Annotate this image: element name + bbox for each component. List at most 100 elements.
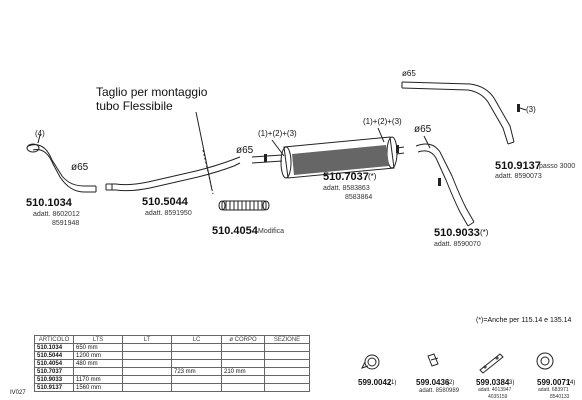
cell-lt <box>122 375 172 384</box>
cell-corpo <box>221 359 265 368</box>
cell-article: 510.5044 <box>34 351 74 360</box>
cell-sezione <box>264 367 310 376</box>
leader-line <box>519 107 527 111</box>
accessory-adatt: adatt. 8580989 <box>419 388 460 394</box>
cell-lts <box>73 367 123 376</box>
accessory-code: 599.0436 <box>416 378 450 387</box>
muffler-body-shade <box>292 145 389 175</box>
col-header: ARTICOLO <box>34 335 74 344</box>
table-row: 510.4054 480 mm <box>34 359 310 368</box>
strap-icon <box>479 353 504 374</box>
accessory-code: 599.0384 <box>476 378 510 387</box>
part-adatt: adatt. 8590073 <box>495 173 542 180</box>
note-handwritten-line2: tubo Flessibile <box>96 99 173 113</box>
leader-line <box>377 127 385 143</box>
cell-lts: 1200 mm <box>73 351 123 360</box>
cell-article: 510.9137 <box>34 383 74 392</box>
leader-line <box>37 134 41 144</box>
part-star: (*) <box>368 172 377 181</box>
clamp-icon <box>361 354 380 370</box>
diameter-label: ø65 <box>236 145 254 156</box>
note-handwritten-line1: Taglio per montaggio <box>96 85 208 99</box>
part-adatt: adatt. 8591950 <box>145 210 192 217</box>
clamp-marker <box>396 145 399 153</box>
cell-lts: 480 mm <box>73 359 123 368</box>
cell-lt <box>122 343 172 352</box>
accessory-num: (4) <box>568 380 576 386</box>
cell-corpo <box>221 375 265 384</box>
clamp-marker <box>517 104 520 112</box>
part-code: 510.1034 <box>26 197 72 209</box>
clamp-marker <box>438 178 441 186</box>
page-id: IV027 <box>10 390 26 396</box>
col-header: LT <box>122 335 172 344</box>
col-header: ø CORPO <box>221 335 265 344</box>
accessory-adatt: adatt. 4013947 <box>478 387 512 393</box>
diameter-label: ø65 <box>414 124 432 135</box>
part-code: 510.5044 <box>142 196 188 208</box>
cell-sezione <box>264 351 310 360</box>
accessory-adatt: 4035159 <box>488 394 508 400</box>
table-row: 510.9137 1560 mm <box>34 383 310 392</box>
part-code: 510.7037 <box>323 171 369 183</box>
cell-sezione <box>264 359 310 368</box>
leader-line <box>423 135 431 149</box>
col-header: SEZIONE <box>264 335 310 344</box>
part-code: 510.9033 <box>434 227 480 239</box>
cell-lc <box>171 359 222 368</box>
cell-lt <box>122 367 172 376</box>
accessory-adatt: adatt. 683971 <box>538 387 569 393</box>
col-header: LC <box>171 335 222 344</box>
table-row: 510.7037 723 mm 210 mm <box>34 367 310 376</box>
pipe-510-9137 <box>401 81 515 145</box>
cell-sezione <box>264 383 310 392</box>
table-row: 510.1034 650 mm <box>34 343 310 352</box>
accessory-num: (2) <box>447 380 455 386</box>
part-star: (*) <box>480 228 489 237</box>
callout-number: (3) <box>526 105 536 114</box>
cell-lts: 650 mm <box>73 343 123 352</box>
callout-numbers: (1)+(2)+(3) <box>363 117 402 126</box>
part-modifier: Modifica <box>258 228 285 235</box>
hanger-bracket-icon <box>427 353 439 367</box>
cell-corpo <box>221 351 265 360</box>
spec-table: ARTICOLO LTS LT LC ø CORPO SEZIONE 510.1… <box>34 335 310 392</box>
part-adatt: 8591948 <box>52 220 80 227</box>
part-adatt: 8583864 <box>345 194 373 201</box>
cell-lc <box>171 351 222 360</box>
cell-lc: 723 mm <box>171 367 222 376</box>
table-header-row: ARTICOLO LTS LT LC ø CORPO SEZIONE <box>34 335 310 344</box>
cell-sezione <box>264 343 310 352</box>
col-header: LTS <box>73 335 123 344</box>
accessory-code: 599.0042 <box>358 378 392 387</box>
cell-corpo <box>221 343 265 352</box>
cell-corpo <box>221 383 265 392</box>
pipe-510-5044 <box>105 156 241 192</box>
table-row: 510.5044 1200 mm <box>34 351 310 360</box>
pipe-510-1034 <box>26 143 97 193</box>
pipe-510-4054 <box>218 200 270 211</box>
cell-lts: 1560 mm <box>73 383 123 392</box>
leader-line <box>271 139 285 157</box>
accessory-adatt: 8540133 <box>550 394 570 400</box>
accessory-code: 599.0071 <box>537 378 571 387</box>
accessory-num: (1) <box>389 380 397 386</box>
leader-line <box>195 111 213 191</box>
cell-lts: 1170 mm <box>73 375 123 384</box>
part-code: 510.9137 <box>495 160 541 172</box>
cell-article: 510.1034 <box>34 343 74 352</box>
footnote: (*)=Anche per 115.14 e 135.14 <box>476 317 572 324</box>
cell-lc <box>171 343 222 352</box>
callout-number: (4) <box>35 129 45 138</box>
cell-lc <box>171 375 222 384</box>
part-adatt: adatt. 8602012 <box>33 211 80 218</box>
cell-lt <box>122 359 172 368</box>
accessory-num: (3) <box>507 380 515 386</box>
cell-corpo: 210 mm <box>221 367 265 376</box>
ring-icon <box>536 352 554 370</box>
cut-mark <box>202 149 214 195</box>
callout-numbers: (1)+(2)+(3) <box>258 129 297 138</box>
cell-article: 510.4054 <box>34 359 74 368</box>
table-row: 510.9033 1170 mm <box>34 375 310 384</box>
